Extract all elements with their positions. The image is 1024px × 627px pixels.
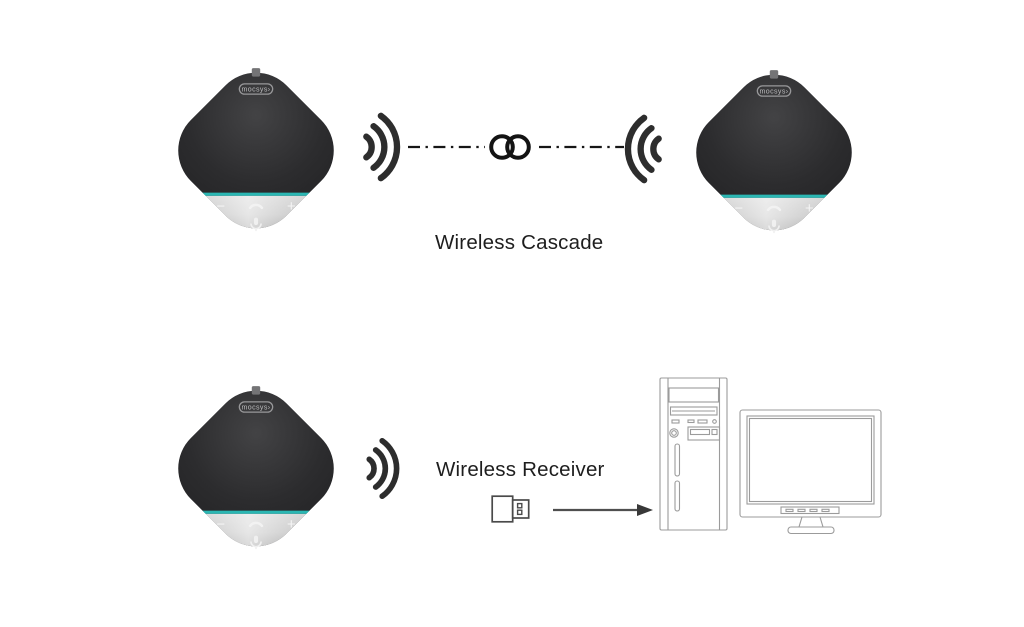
status-square-icon	[251, 386, 261, 395]
volume-down-button: −	[216, 517, 225, 533]
wireless-receiver-label: Wireless Receiver	[436, 458, 605, 481]
volume-up-button: +	[805, 201, 814, 217]
volume-down-button: −	[734, 201, 743, 217]
signal-waves-right-icon	[363, 112, 401, 182]
brand-pill	[238, 401, 274, 413]
mic-icon	[768, 219, 780, 234]
signal-waves-right-icon	[366, 437, 400, 500]
teal-accent-line	[160, 192, 352, 196]
signal-waves-left-icon	[624, 114, 662, 184]
status-square-icon	[769, 70, 779, 79]
call-icon	[248, 203, 264, 210]
volume-up-button: +	[287, 199, 296, 215]
call-icon	[248, 521, 264, 528]
desktop-computer	[659, 377, 882, 535]
computer-tower-icon	[659, 377, 728, 531]
mic-icon	[250, 217, 262, 232]
brand-pill	[238, 83, 274, 95]
mic-icon	[250, 535, 262, 550]
call-icon	[766, 205, 782, 212]
right-arrow-icon	[553, 504, 653, 516]
wireless-cascade-label: Wireless Cascade	[435, 231, 604, 254]
volume-up-button: +	[287, 517, 296, 533]
brand-pill	[756, 85, 792, 97]
volume-down-button: −	[216, 199, 225, 215]
speakerphone-receiver: mocsys› − +	[160, 372, 352, 565]
usb-dongle-icon	[491, 495, 530, 523]
status-square-icon	[251, 68, 261, 77]
teal-accent-line	[678, 194, 870, 198]
teal-accent-line	[160, 510, 352, 514]
speakerphone-cascade-right: mocsys› − +	[678, 56, 870, 249]
computer-monitor-icon	[739, 409, 882, 535]
interlocked-rings-icon	[489, 134, 531, 160]
brand-label: mocsys›	[760, 89, 789, 96]
speakerphone-cascade-left: mocsys› − +	[160, 54, 352, 247]
brand-label: mocsys›	[242, 87, 271, 94]
brand-label: mocsys›	[242, 405, 271, 412]
